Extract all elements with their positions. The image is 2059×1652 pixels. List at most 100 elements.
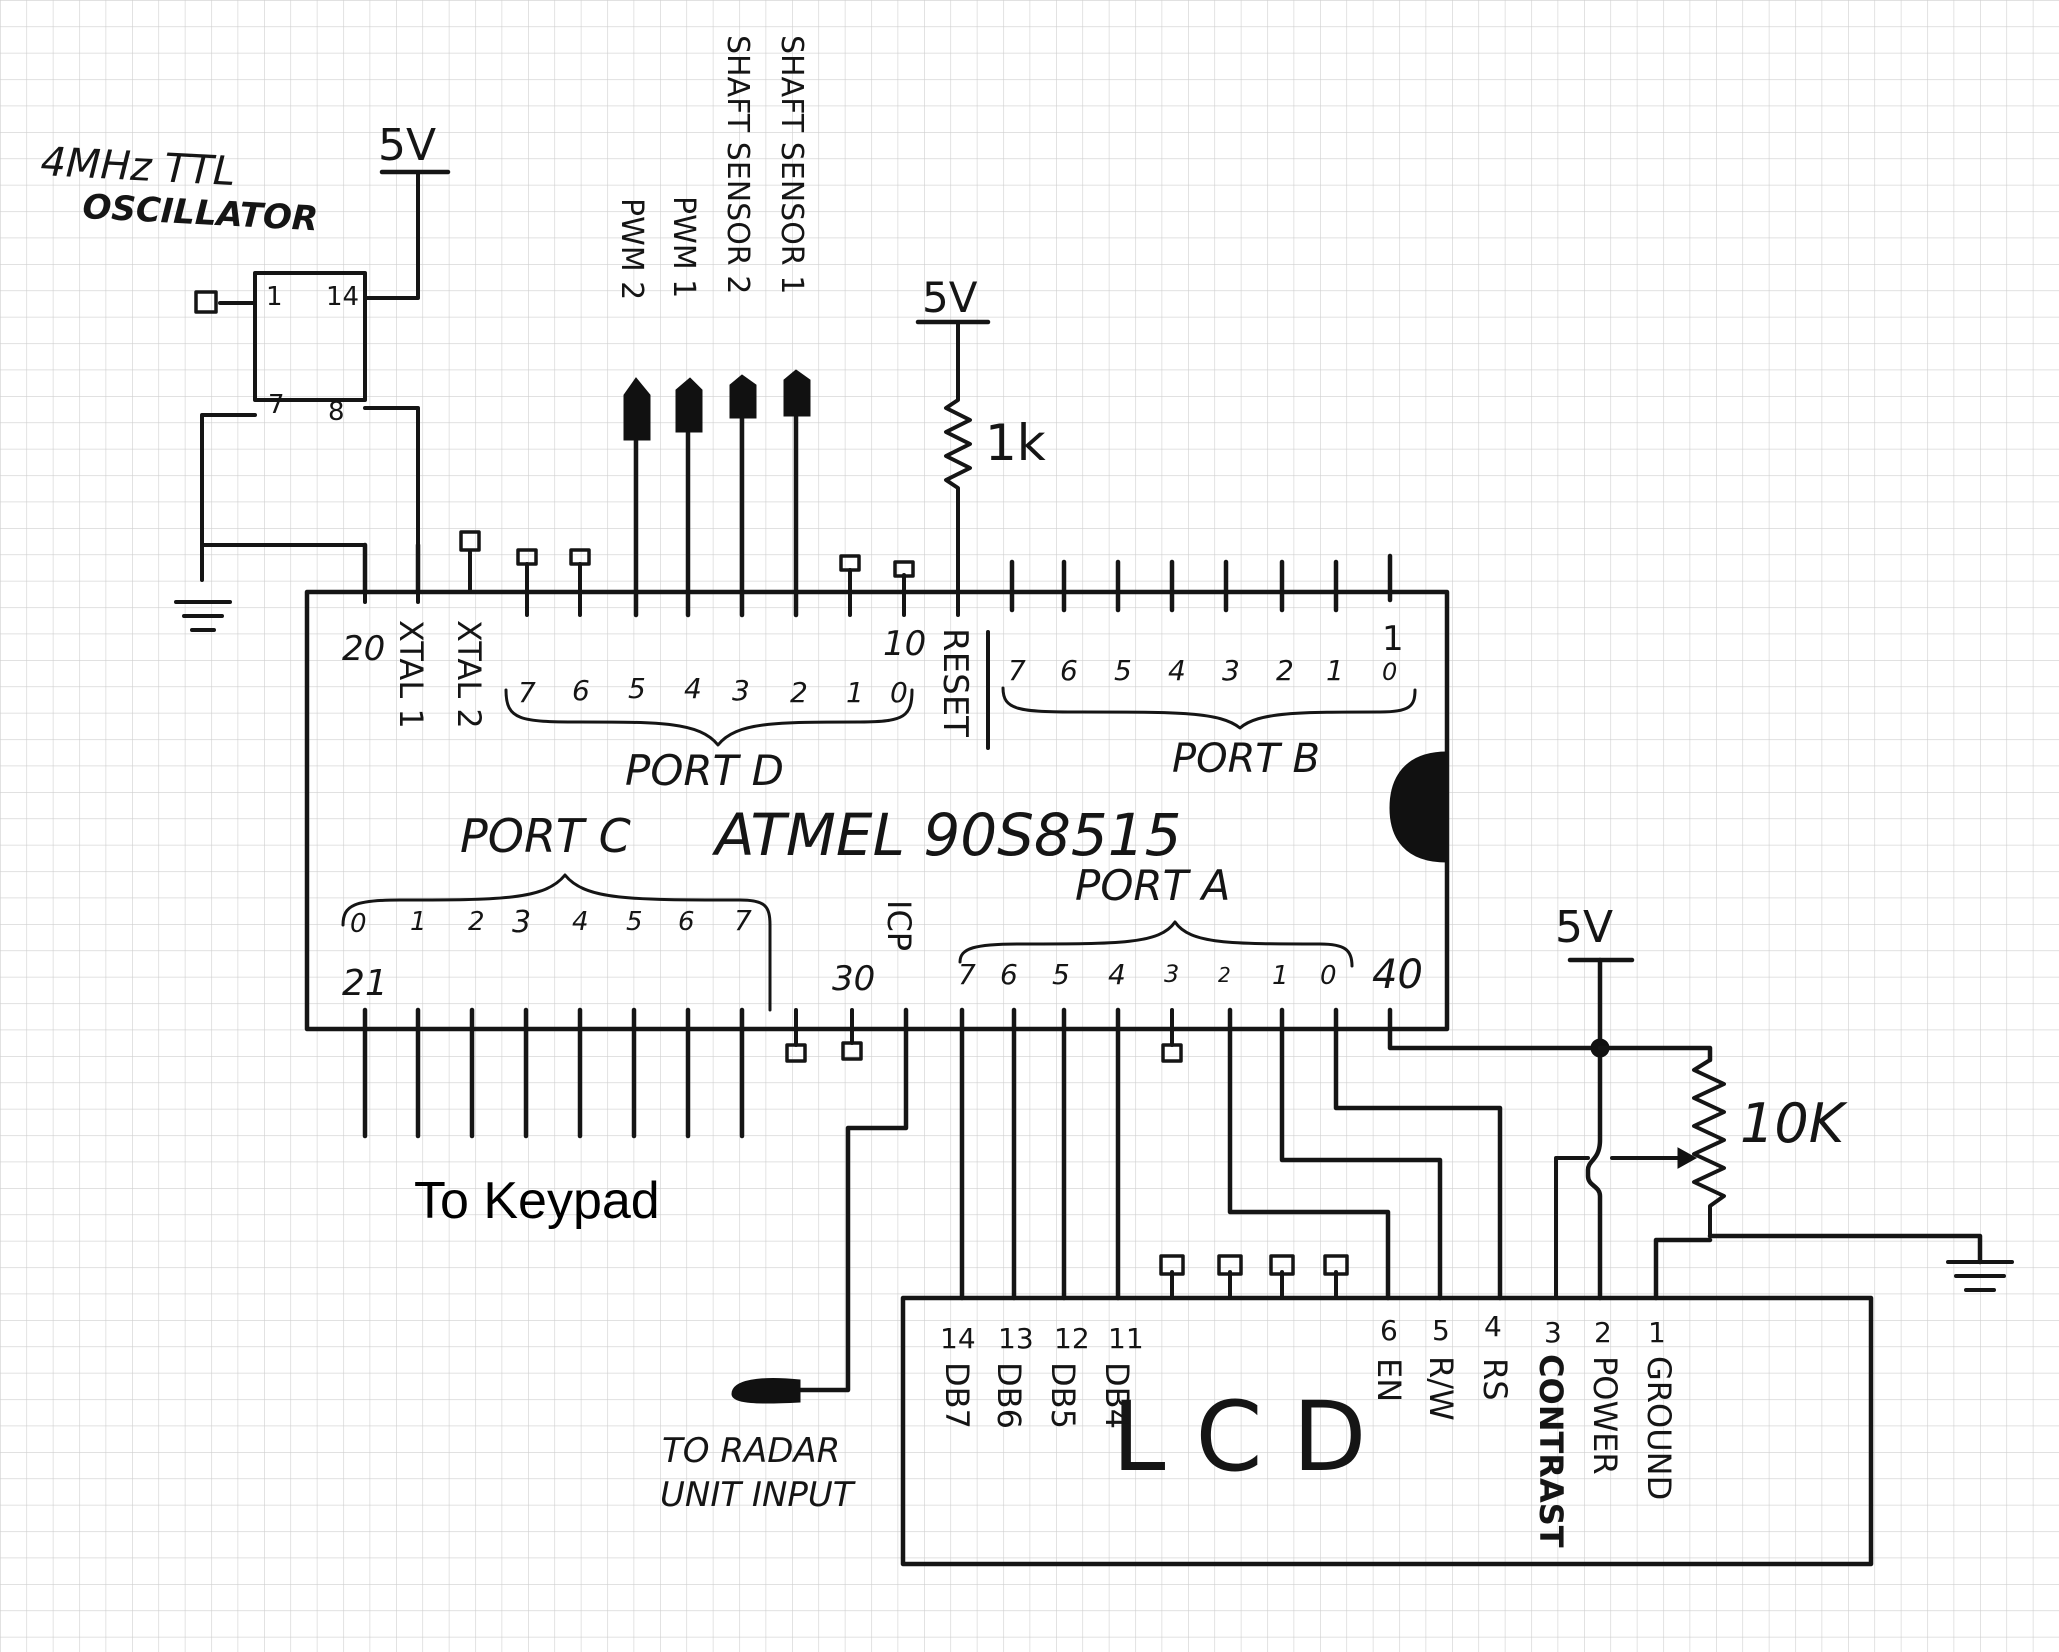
- lcd-pin-num: 14: [940, 1322, 976, 1355]
- port-a-bit: 6: [1000, 958, 1018, 991]
- lcd-pin-num: 13: [998, 1322, 1034, 1355]
- lcd-pin-label: DB7: [938, 1362, 976, 1429]
- power-network: 5V 10K: [1554, 902, 2014, 1301]
- potentiometer: [1692, 1058, 1726, 1238]
- port-b-bit: 5: [1114, 654, 1132, 687]
- top-pins: PWM 2 PWM 1 SHAFT SENSOR 2 SHAFT SENSOR …: [362, 35, 1393, 618]
- port-a-bit: 4: [1108, 958, 1126, 991]
- port-c-bit: 2: [468, 907, 485, 937]
- port-b-bit: 3: [1222, 654, 1240, 687]
- radar-connector: [731, 1378, 801, 1404]
- port-a-bits: 7 6 5 4 3 2 1 0: [958, 958, 1337, 991]
- no-connect-marker: [841, 1041, 863, 1061]
- lcd-pin-label: EN: [1370, 1358, 1408, 1402]
- port-b-bit: 7: [1008, 654, 1026, 687]
- mcu-pin-1: 1: [1382, 619, 1404, 659]
- port-c-bit: 3: [512, 905, 531, 940]
- port-a-bit: 7: [958, 958, 976, 991]
- radar-label-line2: UNIT INPUT: [660, 1475, 856, 1515]
- port-a-bit: 3: [1164, 960, 1179, 988]
- lcd-name: LCD: [1112, 1381, 1396, 1493]
- xtal1-label: XTAL 1: [392, 620, 430, 729]
- icp-label: ICP: [880, 900, 918, 951]
- oscillator-chip: [253, 271, 367, 402]
- lcd-pin-label: DB6: [990, 1362, 1028, 1429]
- oscillator-supply-label: 5V: [378, 120, 436, 171]
- mcu-pin-30: 30: [832, 959, 875, 999]
- port-d-brace: [504, 688, 914, 747]
- mcu-pin-40: 40: [1372, 952, 1423, 998]
- lcd-pin-num: 3: [1544, 1316, 1562, 1349]
- pwm1-label: PWM 1: [666, 196, 701, 298]
- port-d-bit: 6: [572, 674, 590, 707]
- lcd-pin-num: 4: [1484, 1310, 1502, 1343]
- no-connect-marker: [839, 554, 861, 572]
- port-b-bit: 4: [1168, 654, 1186, 687]
- port-d-bit: 1: [846, 676, 864, 709]
- port-a-bit: 0: [1320, 961, 1337, 991]
- no-connect-marker: [194, 290, 218, 314]
- port-d-bit: 0: [890, 676, 908, 709]
- oscillator-pin-14: 14: [326, 282, 359, 312]
- no-connect-marker: [1323, 1254, 1349, 1276]
- no-connect-marker: [569, 548, 591, 566]
- lcd-pin-label: DB5: [1044, 1362, 1082, 1429]
- shaft2-label: SHAFT SENSOR 2: [720, 35, 755, 294]
- lcd-body: [900, 1295, 1874, 1567]
- mcu-pin-20: 20: [342, 629, 385, 669]
- shaft1-connector: [783, 369, 811, 417]
- lcd-module: LCD 14 13 12 11 6 5 4 3 2 1 DB7 DB6 DB5 …: [900, 1254, 1874, 1567]
- xtal2-label: XTAL 2: [450, 620, 488, 729]
- port-d-bit: 5: [628, 672, 646, 705]
- lcd-pin-label: R/W: [1422, 1356, 1460, 1421]
- reset-resistor-label: 1k: [985, 414, 1046, 472]
- reset-supply-label: 5V: [922, 273, 978, 322]
- port-c-bit: 6: [678, 907, 695, 937]
- oscillator-pin-7: 7: [268, 390, 285, 420]
- oscillator-pin-8: 8: [328, 397, 345, 427]
- lcd-supply-label: 5V: [1555, 902, 1613, 953]
- port-c-bit: 5: [626, 907, 643, 937]
- port-d-bit: 7: [518, 676, 536, 709]
- pot-value-label: 10K: [1740, 1092, 1848, 1155]
- port-b-bit: 1: [1326, 654, 1344, 687]
- reset-label: RESET: [935, 628, 975, 737]
- microcontroller: ATMEL 90S8515 20 10 1 XTAL 1 XTAL 2 RESE…: [304, 589, 1450, 1032]
- port-d-bit: 2: [790, 676, 808, 709]
- pwm2-connector: [623, 377, 651, 441]
- mcu-pin-21: 21: [342, 963, 388, 1004]
- pwm1-connector: [675, 377, 703, 433]
- port-c-bit: 1: [410, 907, 427, 937]
- lcd-pin-num: 2: [1594, 1316, 1612, 1349]
- port-b-bit: 6: [1060, 654, 1078, 687]
- port-b-brace: [1001, 686, 1417, 730]
- no-connect-marker: [893, 560, 915, 578]
- port-b-bit: 2: [1276, 654, 1294, 687]
- lcd-pin-num: 11: [1108, 1322, 1144, 1355]
- port-d-bit: 4: [684, 672, 702, 705]
- wiper-arrow: [1677, 1147, 1698, 1169]
- port-a-bit: 2: [1218, 963, 1231, 987]
- port-a-label: PORT A: [1075, 861, 1230, 910]
- port-c-label: PORT C: [460, 809, 631, 863]
- keypad-label: To Keypad: [414, 1172, 660, 1230]
- port-c-bits: 0 1 2 3 4 5 6 7: [350, 904, 752, 940]
- lcd-pin-num: 1: [1648, 1316, 1666, 1349]
- mcu-pin-10: 10: [883, 624, 926, 664]
- port-d-label: PORT D: [625, 746, 784, 795]
- port-a-bit: 5: [1052, 958, 1070, 991]
- no-connect-marker: [1159, 1254, 1185, 1276]
- port-c-brace: [341, 873, 772, 1012]
- no-connect-marker: [1161, 1043, 1183, 1063]
- no-connect-marker: [516, 548, 538, 566]
- port-b-bits: 7 6 5 4 3 2 1 0: [1008, 654, 1397, 687]
- port-c-bit: 4: [572, 907, 589, 937]
- lcd-pin-label: RS: [1476, 1358, 1514, 1401]
- oscillator-title-line1: 4MHz TTL: [39, 139, 236, 195]
- lcd-pin-label: DB4: [1098, 1362, 1136, 1429]
- port-b-label: PORT B: [1172, 736, 1320, 782]
- radar-label-line1: TO RADAR: [662, 1431, 840, 1471]
- lcd-pin-label: CONTRAST: [1532, 1354, 1570, 1548]
